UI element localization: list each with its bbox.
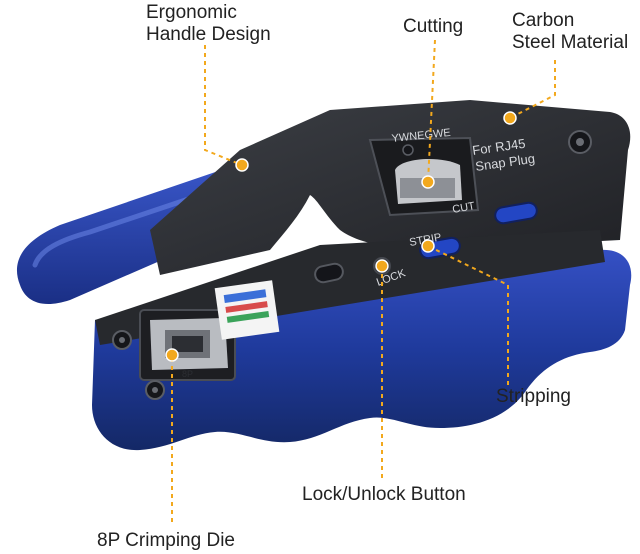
tool-body (92, 201, 632, 451)
ergonomic-label-line1: Ergonomic (146, 2, 237, 23)
carbon-marker (503, 111, 517, 125)
cutting-label: Cutting (403, 16, 463, 38)
stripping-label: Stripping (496, 386, 571, 408)
ergonomic-label-line2: Handle Design (146, 24, 271, 45)
ergonomic-leader (204, 45, 243, 166)
stripping-label-text: Stripping (496, 386, 571, 407)
cutting-label-text: Cutting (403, 16, 464, 37)
lock-label: Lock/Unlock Button (302, 484, 466, 506)
tool-frame (150, 100, 631, 275)
crimping-label: 8P Crimping Die (97, 530, 235, 552)
carbon-label: Carbon Steel Material (512, 10, 628, 54)
cut-marking: CUT (451, 200, 476, 216)
die-marking: 8P (182, 369, 193, 379)
callout-markers (165, 111, 517, 362)
callout-lines (171, 39, 556, 522)
crimping-marker (165, 348, 179, 362)
carbon-leader (509, 60, 556, 119)
crimping-label-text: 8P Crimping Die (97, 530, 235, 551)
lock-marker (375, 259, 389, 273)
carbon-label-line2: Steel Material (512, 32, 629, 53)
stripping-marker (421, 239, 435, 253)
model-marking-1: For RJ45 (471, 136, 526, 158)
ergonomic-label: Ergonomic Handle Design (146, 2, 271, 46)
cutting-marker (421, 175, 435, 189)
carbon-label-line1: Carbon (512, 10, 575, 31)
lock-label-text: Lock/Unlock Button (302, 484, 466, 505)
ergonomic-marker (235, 158, 249, 172)
stripping-leader (427, 245, 509, 385)
